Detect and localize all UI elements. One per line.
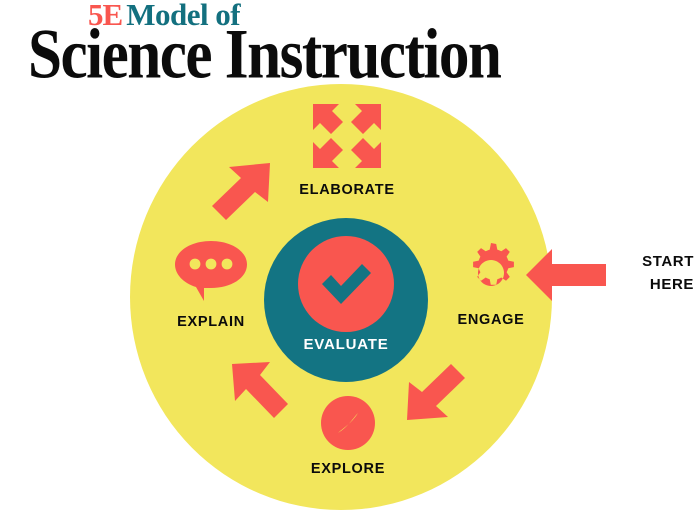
phase-explain[interactable]: EXPLAIN — [146, 240, 276, 330]
phase-explore-label: EXPLORE — [310, 461, 386, 477]
phase-engage-label: ENGAGE — [457, 312, 525, 328]
start-here-callout: START HERE — [524, 245, 694, 305]
phase-engage[interactable]: ENGAGE — [432, 238, 550, 328]
arrow-northeast-icon — [208, 160, 274, 229]
arrow-left-icon — [526, 249, 606, 301]
check-icon — [322, 264, 371, 304]
arrow-southwest-icon — [403, 360, 469, 429]
expand-arrows-icon — [313, 104, 381, 168]
title-eyebrow-rest: Model of — [126, 0, 241, 32]
arrow-northwest-icon — [228, 360, 294, 429]
start-here-line1: START — [642, 253, 694, 270]
phase-explain-label: EXPLAIN — [177, 314, 245, 330]
start-here-text: START HERE — [616, 250, 694, 296]
page-title: Science Instruction — [28, 15, 502, 94]
speech-bubble-icon — [175, 241, 247, 301]
phase-evaluate-label: EVALUATE — [303, 336, 389, 353]
title-accent-5e: 5E — [88, 0, 123, 32]
start-here-line2: HERE — [649, 276, 694, 293]
phase-elaborate[interactable]: ELABORATE — [262, 100, 432, 198]
phase-elaborate-label: ELABORATE — [299, 182, 395, 198]
compass-icon — [321, 396, 375, 450]
phase-explore[interactable]: EXPLORE — [258, 395, 438, 477]
evaluate-circle — [298, 236, 394, 332]
gear-icon — [473, 243, 514, 286]
phase-evaluate[interactable]: EVALUATE — [264, 218, 428, 382]
